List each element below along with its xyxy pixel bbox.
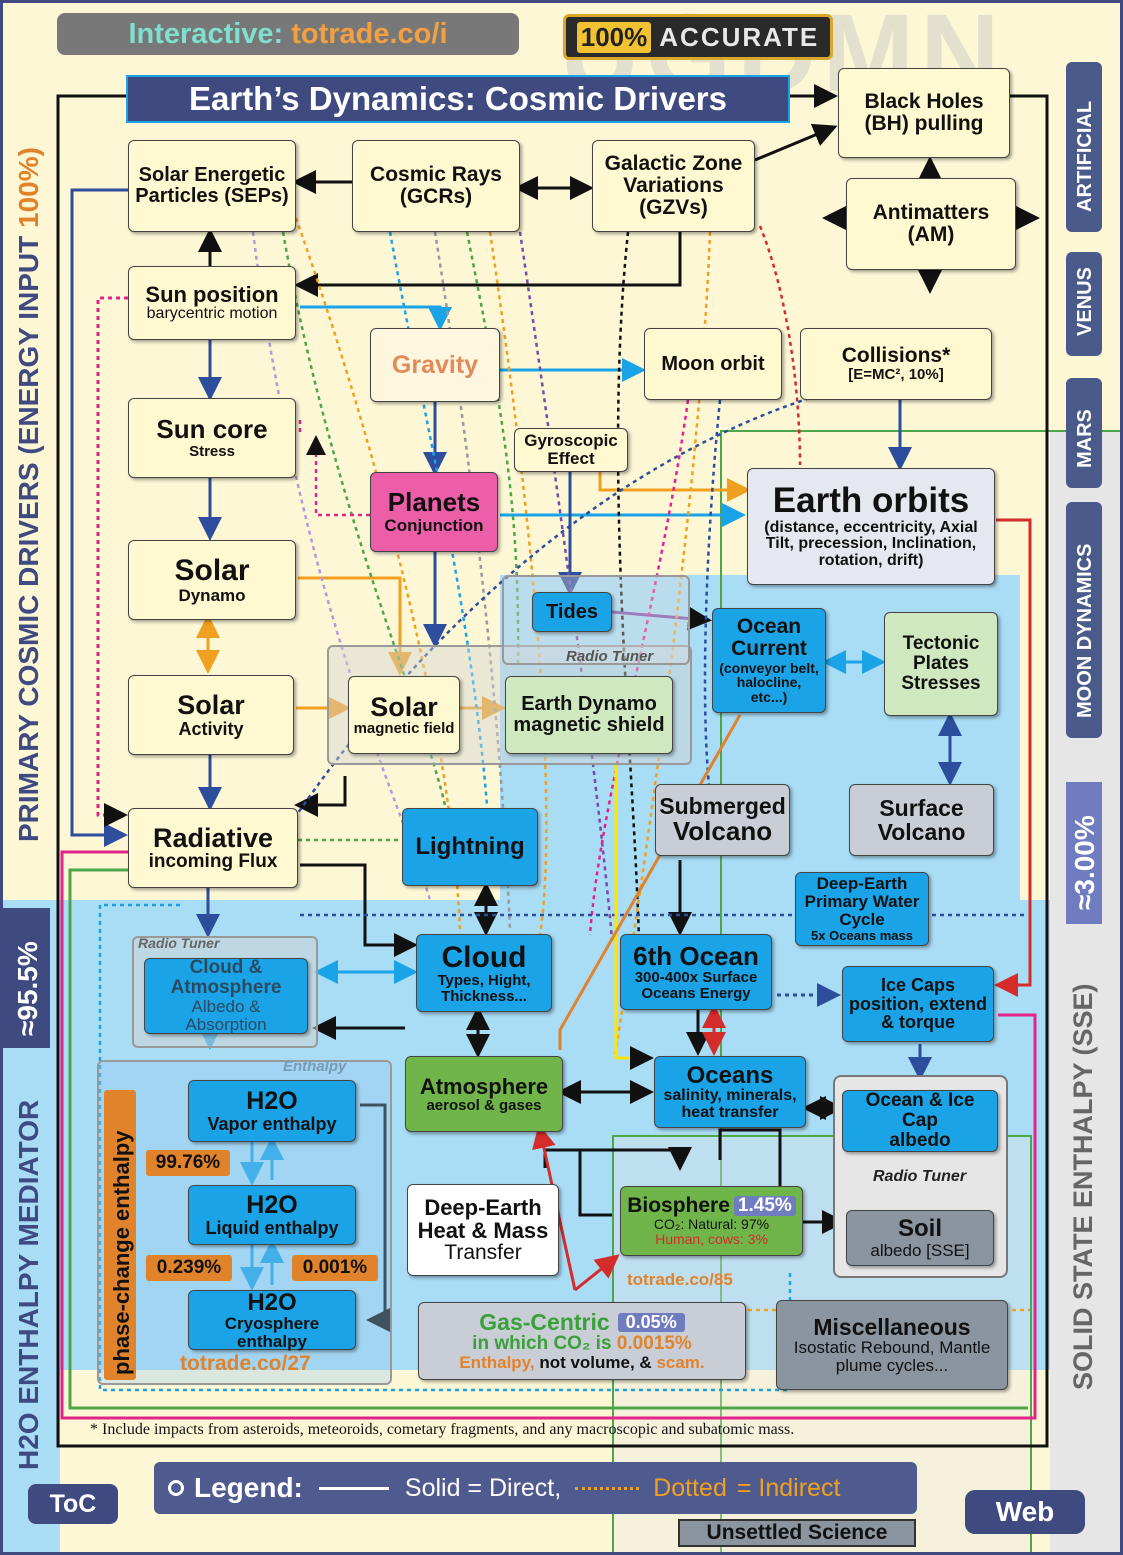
sixth-ocean-node[interactable]: 6th Ocean 300-400x Surface Oceans Energy (620, 934, 772, 1010)
sse-pct-text: ≈3.00% (1069, 815, 1100, 910)
ocean-ice-albedo-node[interactable]: Ocean & Ice Cap albedo (842, 1090, 998, 1152)
cloud-node[interactable]: Cloud Types, Hight, Thickness... (416, 934, 552, 1012)
ice-caps-node[interactable]: Ice Caps position, extend & torque (842, 966, 994, 1042)
sse-label: SOLID STATE ENTHALPY (SSE) (1068, 983, 1098, 1390)
unsettled-science-label: Unsettled Science (678, 1519, 916, 1547)
sse-pct-badge: ≈3.00% (1066, 782, 1102, 924)
gravity-node[interactable]: Gravity (370, 328, 500, 402)
accurate-badge: 100% ACCURATE (563, 14, 833, 60)
lightning-node[interactable]: Lightning (402, 808, 538, 886)
earth-orbits-node[interactable]: Earth orbits (distance, eccentricity, Ax… (747, 468, 995, 585)
totrade27-link[interactable]: totrade.co/27 (180, 1352, 311, 1375)
deep-earth-heat-node[interactable]: Deep-Earth Heat & Mass Transfer (407, 1184, 559, 1276)
biosphere-node[interactable]: Biosphere 1.45% CO₂: Natural: 97% Human,… (620, 1186, 803, 1256)
tectonic-plates-node[interactable]: Tectonic Plates Stresses (884, 612, 998, 716)
phase-change-text: phase-change enthalpy (109, 1130, 134, 1375)
h2o-liquid-node[interactable]: H2O Liquid enthalpy (188, 1185, 356, 1245)
legend-label: Legend: (194, 1472, 303, 1503)
h2o-pct-text: ≈95.5% (12, 941, 43, 1036)
sun-core-node[interactable]: Sun core Stress (128, 398, 296, 478)
collisions-node[interactable]: Collisions* [E=MC², 10%] (800, 328, 992, 400)
h2o-enthalpy-mediator-label: H2O ENTHALPY MEDIATOR (13, 1099, 44, 1470)
legend-solid-text: Solid = Direct, (404, 1473, 562, 1502)
miscellaneous-node[interactable]: Miscellaneous Isostatic Rebound, Mantle … (776, 1300, 1008, 1390)
oceans-node[interactable]: Oceans salinity, minerals, heat transfer (654, 1056, 806, 1128)
interactive-link[interactable]: totrade.co/i (291, 17, 448, 50)
earth-dynamo-node[interactable]: Earth Dynamo magnetic shield (505, 676, 673, 754)
tides-node[interactable]: Tides (532, 592, 612, 632)
radio-tuner-label-3: Radio Tuner (873, 1168, 967, 1185)
interactive-banner[interactable]: Interactive: totrade.co/i (57, 13, 519, 55)
pct-0-239: 0.239% (146, 1255, 232, 1281)
antimatters-node[interactable]: Antimatters (AM) (846, 178, 1016, 270)
primary-cosmic-drivers-label: PRIMARY COSMIC DRIVERS (ENERGY INPUT 100… (13, 147, 44, 842)
footnote: * Include impacts from asteroids, meteor… (90, 1421, 795, 1438)
atmosphere-node[interactable]: Atmosphere aerosol & gases (405, 1056, 563, 1132)
ocean-current-node[interactable]: Ocean Current (conveyor belt, halocline,… (712, 608, 826, 713)
submerged-volcano-node[interactable]: Submerged Volcano (655, 784, 790, 856)
solar-energetic-particles-node[interactable]: Solar Energetic Particles (SEPs) (128, 140, 296, 232)
tab-artificial[interactable]: ARTIFICIAL (1066, 62, 1102, 232)
sun-position-node[interactable]: Sun position barycentric motion (128, 266, 296, 340)
h2o-pct-badge: ≈95.5% (2, 908, 50, 1048)
h2o-vapor-node[interactable]: H2O Vapor enthalpy (188, 1080, 356, 1142)
cloud-atmosphere-albedo-node[interactable]: Cloud & Atmosphere Albedo & Absorption (144, 958, 308, 1034)
tab-mars[interactable]: MARS (1066, 378, 1102, 488)
gyroscopic-effect-node[interactable]: Gyroscopic Effect (514, 428, 628, 472)
radiative-flux-node[interactable]: Radiative incoming Flux (128, 808, 298, 888)
galactic-zone-variations-node[interactable]: Galactic Zone Variations (GZVs) (592, 140, 755, 232)
tab-venus[interactable]: VENUS (1066, 252, 1102, 356)
surface-volcano-node[interactable]: Surface Volcano (849, 784, 994, 856)
moon-orbit-node[interactable]: Moon orbit (644, 328, 782, 400)
solar-activity-node[interactable]: Solar Activity (128, 675, 294, 755)
gas-centric-node[interactable]: Gas-Centric 0.05% in which CO₂ is 0.0015… (418, 1302, 746, 1380)
solar-magnetic-field-node[interactable]: Solar magnetic field (348, 676, 460, 754)
pct-0-001: 0.001% (292, 1255, 378, 1281)
planets-node[interactable]: Planets Conjunction (370, 472, 498, 552)
legend-dotted-arrow-icon (575, 1486, 640, 1490)
enthalpy-group-label: Enthalpy (283, 1058, 347, 1075)
phase-change-bar: phase-change enthalpy (104, 1090, 136, 1380)
radio-tuner-label-2: Radio Tuner (138, 935, 220, 951)
radio-tuner-label-1: Radio Tuner (566, 648, 654, 665)
deep-earth-water-cycle-node[interactable]: Deep-Earth Primary Water Cycle 5x Oceans… (795, 872, 929, 946)
black-holes-node[interactable]: Black Holes (BH) pulling (838, 68, 1010, 158)
accurate-word: ACCURATE (659, 21, 820, 52)
pct-99-76: 99.76% (146, 1150, 230, 1176)
totrade85-link[interactable]: totrade.co/85 (627, 1270, 733, 1289)
interactive-label: Interactive: (128, 17, 284, 50)
page-title: Earth’s Dynamics: Cosmic Drivers (126, 75, 790, 123)
legend-bar: Legend: Solid = Direct, Dotted = Indirec… (154, 1462, 917, 1514)
legend-radio-icon (168, 1480, 184, 1496)
soil-node[interactable]: Soil albedo [SSE] (846, 1210, 994, 1266)
cosmic-rays-node[interactable]: Cosmic Rays (GCRs) (352, 140, 520, 232)
web-button[interactable]: Web (965, 1490, 1085, 1534)
h2o-cryosphere-node[interactable]: H2O Cryosphere enthalpy (188, 1289, 356, 1350)
solar-dynamo-node[interactable]: Solar Dynamo (128, 540, 296, 620)
legend-dotted-word: Dotted (653, 1473, 727, 1502)
legend-solid-arrow-icon (318, 1486, 389, 1490)
toc-button[interactable]: ToC (28, 1484, 118, 1524)
accurate-percent: 100% (576, 21, 652, 53)
legend-dotted-text: = Indirect (736, 1473, 841, 1502)
page-title-text: Earth’s Dynamics: Cosmic Drivers (188, 80, 727, 117)
tab-moon-dynamics[interactable]: MOON DYNAMICS (1066, 502, 1102, 738)
